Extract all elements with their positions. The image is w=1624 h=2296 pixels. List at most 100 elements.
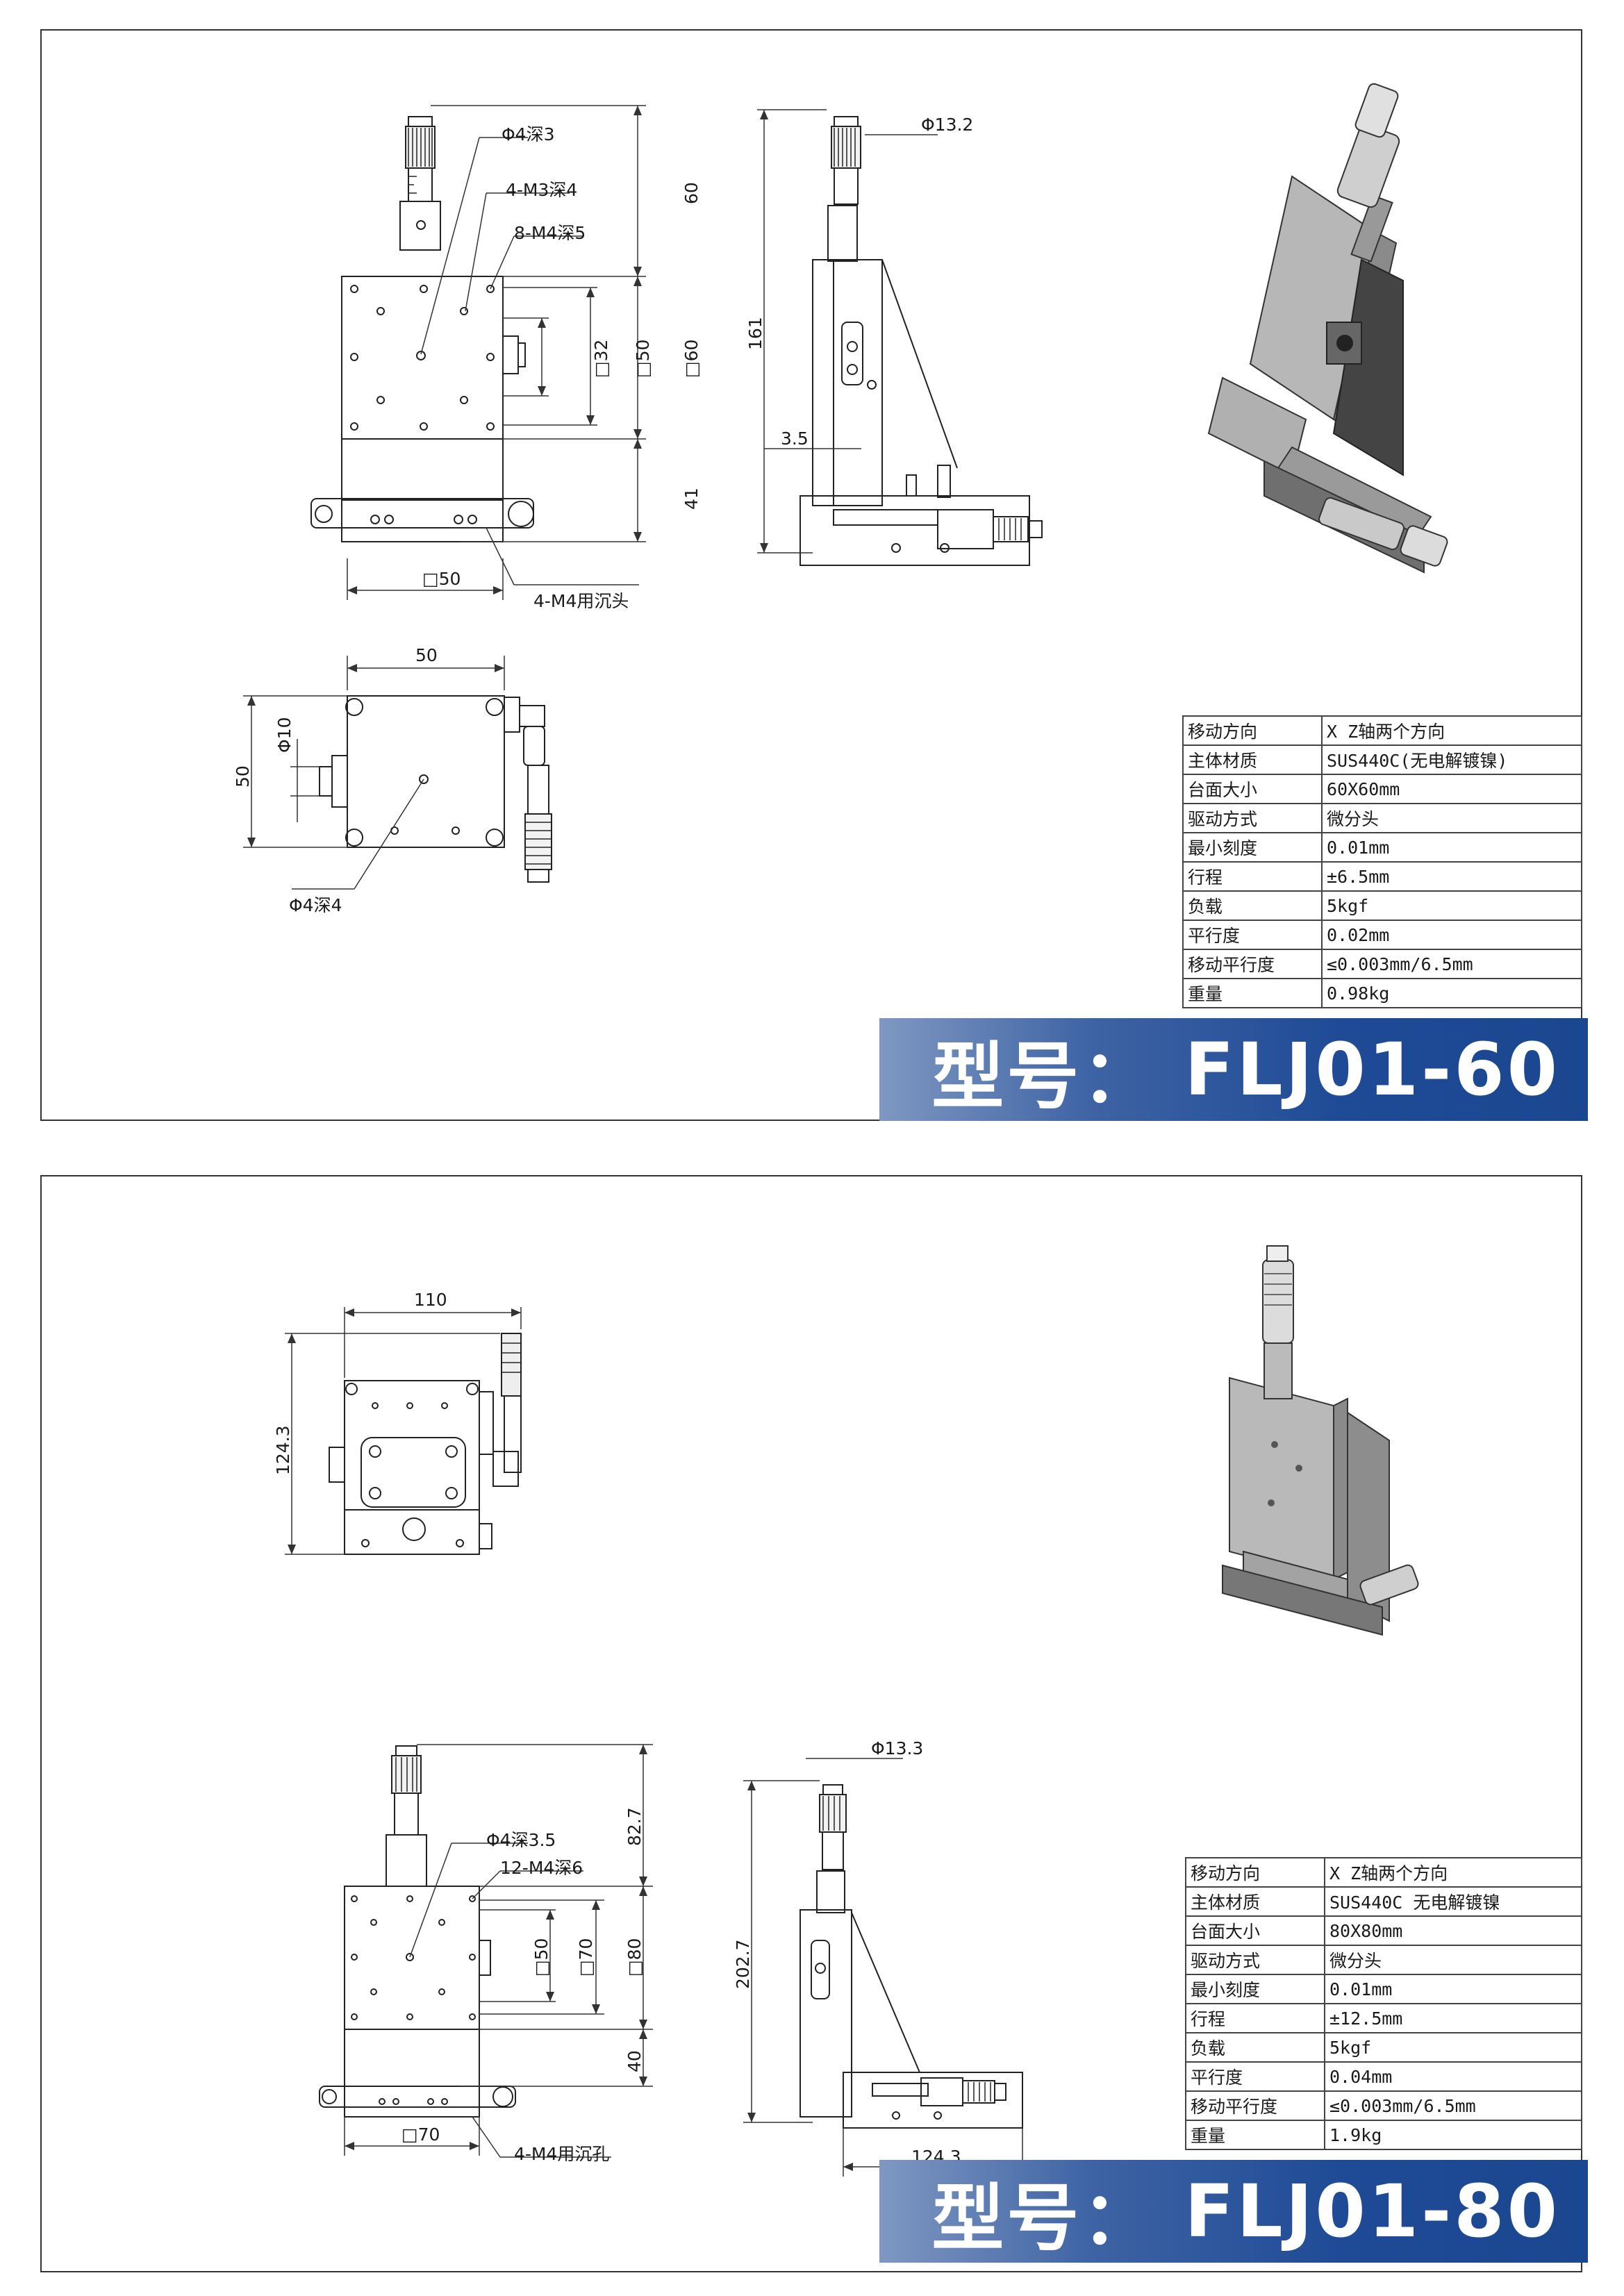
spec-value: ≤0.003mm/6.5mm bbox=[1321, 949, 1582, 979]
spec-key: 重量 bbox=[1185, 2120, 1325, 2150]
spec-value: X Z轴两个方向 bbox=[1321, 715, 1582, 746]
spec-value: 0.04mm bbox=[1324, 2061, 1582, 2092]
dim-mount: 4-M4用沉头 bbox=[533, 591, 629, 611]
model-code: FLJ01-60 bbox=[1184, 1027, 1560, 1112]
dim-plan-w: 110 bbox=[414, 1290, 447, 1310]
spec-key: 重量 bbox=[1182, 978, 1323, 1008]
spec-key: 最小刻度 bbox=[1182, 832, 1323, 863]
dim-thread-top: 12-M4深6 bbox=[500, 1858, 583, 1878]
dim-sq50: □50 bbox=[531, 1938, 552, 1977]
plan-view bbox=[329, 1333, 522, 1555]
spec-value: 微分头 bbox=[1321, 803, 1582, 833]
dim-sq70: □70 bbox=[576, 1938, 596, 1977]
dim-sq80: □80 bbox=[624, 1938, 645, 1977]
spec-value: SUS440C(无电解镀镍) bbox=[1321, 744, 1582, 775]
spec-key: 行程 bbox=[1182, 861, 1323, 892]
technical-drawing-views: Φ4深3 4-M3深4 8-M4深5 □32 □50 □60 60 41 □50… bbox=[233, 83, 1448, 915]
model-label: 型号： bbox=[931, 1033, 1157, 1119]
spec-key: 移动平行度 bbox=[1185, 2090, 1325, 2121]
dim-h60: 60 bbox=[681, 182, 702, 204]
dim-hole-top: Φ4深3 bbox=[502, 124, 555, 144]
isometric-render-flj01-80 bbox=[1222, 1245, 1419, 1636]
spec-value: X Z轴两个方向 bbox=[1324, 1857, 1582, 1888]
spec-value: 0.02mm bbox=[1321, 920, 1582, 950]
model-banner: 型号： FLJ01-60 bbox=[879, 1018, 1588, 1121]
spec-row: 移动平行度≤0.003mm/6.5mm bbox=[1182, 949, 1582, 979]
spec-key: 移动平行度 bbox=[1182, 949, 1323, 979]
spec-value: ≤0.003mm/6.5mm bbox=[1324, 2090, 1582, 2121]
spec-key: 行程 bbox=[1185, 2003, 1325, 2033]
dim-thread-top: 4-M3深4 bbox=[506, 180, 577, 200]
spec-value: 80X80mm bbox=[1324, 1915, 1582, 1946]
spec-key: 移动方向 bbox=[1182, 715, 1323, 746]
spec-key: 负载 bbox=[1182, 890, 1323, 921]
spec-key: 主体材质 bbox=[1182, 744, 1323, 775]
spec-key: 最小刻度 bbox=[1185, 1974, 1325, 2004]
spec-key: 台面大小 bbox=[1185, 1915, 1325, 1946]
dim-hole-top: Φ4深3.5 bbox=[486, 1830, 556, 1850]
dim-sq50: □50 bbox=[633, 340, 653, 378]
spec-value: 1.9kg bbox=[1324, 2120, 1582, 2150]
spec-value: 60X60mm bbox=[1321, 774, 1582, 804]
spec-key: 负载 bbox=[1185, 2032, 1325, 2063]
dim-hole-plan: Φ4深4 bbox=[289, 895, 342, 915]
dim-top-h: 50 bbox=[233, 765, 253, 788]
dim-plan-h: 124.3 bbox=[273, 1425, 293, 1475]
spec-value: 微分头 bbox=[1324, 1945, 1582, 1975]
dim-h827: 82.7 bbox=[624, 1807, 645, 1846]
spec-value: SUS440C 无电解镀镍 bbox=[1324, 1886, 1582, 1917]
spec-value: 0.98kg bbox=[1321, 978, 1582, 1008]
dim-knob-dia: Φ13.2 bbox=[921, 115, 973, 135]
dim-bottom-sq: □70 bbox=[401, 2124, 440, 2145]
dim-sq60: □60 bbox=[681, 340, 702, 378]
spec-value: ±6.5mm bbox=[1321, 861, 1582, 892]
spec-value: ±12.5mm bbox=[1324, 2003, 1582, 2033]
spec-row: 驱动方式微分头 bbox=[1182, 803, 1582, 833]
spec-row: 行程±12.5mm bbox=[1185, 2003, 1582, 2033]
dim-mount: 4-M4用沉孔 bbox=[514, 2144, 609, 2164]
spec-key: 移动方向 bbox=[1185, 1857, 1325, 1888]
spec-value: 5kgf bbox=[1324, 2032, 1582, 2063]
spec-key: 台面大小 bbox=[1182, 774, 1323, 804]
model-banner: 型号： FLJ01-80 bbox=[879, 2160, 1588, 2263]
dim-top-w: 50 bbox=[415, 645, 438, 665]
spec-key: 驱动方式 bbox=[1185, 1945, 1325, 1975]
spec-row: 行程±6.5mm bbox=[1182, 861, 1582, 892]
technical-drawing-views: 110 124.3 Φ4深3.5 12-M4深6 □50 □70 □80 82.… bbox=[273, 1245, 1419, 2177]
plan-view bbox=[319, 695, 552, 883]
dim-knob-dia: Φ13.3 bbox=[871, 1738, 923, 1758]
dim-knob-dia-plan: Φ10 bbox=[274, 717, 295, 754]
spec-key: 驱动方式 bbox=[1182, 803, 1323, 833]
side-view bbox=[799, 1784, 1023, 2129]
dim-sq32: □32 bbox=[591, 340, 611, 378]
drawing-sheet-flj01-80: 110 124.3 Φ4深3.5 12-M4深6 □50 □70 □80 82.… bbox=[40, 1175, 1588, 2272]
spec-value: 0.01mm bbox=[1321, 832, 1582, 863]
model-label: 型号： bbox=[931, 2175, 1157, 2261]
dim-h41: 41 bbox=[681, 488, 702, 510]
spec-key: 主体材质 bbox=[1185, 1886, 1325, 1917]
spec-value: 0.01mm bbox=[1324, 1974, 1582, 2004]
spec-row: 移动平行度≤0.003mm/6.5mm bbox=[1185, 2090, 1582, 2121]
isometric-render-flj01-60 bbox=[1207, 83, 1448, 574]
front-view bbox=[310, 116, 534, 542]
dim-h40: 40 bbox=[624, 2050, 645, 2072]
dim-offset: 3.5 bbox=[781, 429, 809, 449]
spec-key: 平行度 bbox=[1182, 920, 1323, 950]
drawing-sheet-flj01-60: Φ4深3 4-M3深4 8-M4深5 □32 □50 □60 60 41 □50… bbox=[40, 29, 1588, 1121]
dim-thread-side: 8-M4深5 bbox=[514, 223, 586, 243]
dim-h2027: 202.7 bbox=[733, 1939, 753, 1989]
